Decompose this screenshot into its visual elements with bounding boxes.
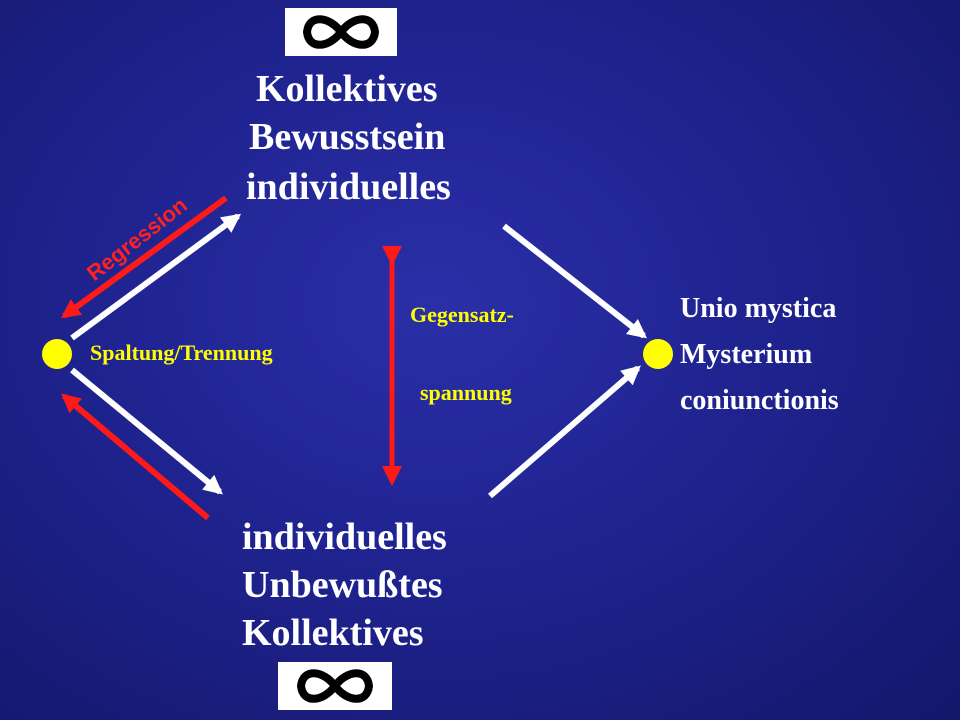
right-line-2: Mysterium bbox=[680, 339, 813, 370]
right-line-3: coniunctionis bbox=[680, 385, 839, 416]
arrow-bottom-to-right bbox=[488, 365, 641, 499]
infinity-icon bbox=[296, 669, 374, 703]
tension-label-1: Gegensatz- bbox=[410, 302, 514, 327]
left-node bbox=[42, 339, 72, 369]
top-line-1: Kollektives bbox=[256, 68, 438, 110]
regression-arrow-top bbox=[60, 195, 228, 319]
regression-arrow-bottom bbox=[61, 393, 210, 521]
bottom-line-1: individuelles bbox=[242, 516, 447, 558]
arrow-top-to-right bbox=[502, 223, 648, 339]
infinity-top-box bbox=[285, 8, 397, 56]
tension-label-2: spannung bbox=[420, 380, 512, 405]
split-label: Spaltung/Trennung bbox=[90, 340, 273, 365]
right-node bbox=[643, 339, 673, 369]
infinity-icon bbox=[302, 15, 380, 49]
right-line-1: Unio mystica bbox=[680, 293, 837, 324]
bottom-line-2: Unbewußtes bbox=[242, 564, 443, 606]
arrow-left-to-top bbox=[70, 213, 242, 341]
infinity-bottom-box bbox=[278, 662, 392, 710]
top-line-2: Bewusstsein bbox=[249, 116, 446, 158]
top-line-3: individuelles bbox=[246, 166, 451, 208]
bottom-line-3: Kollektives bbox=[242, 612, 424, 654]
arrow-left-to-bottom bbox=[70, 367, 223, 495]
